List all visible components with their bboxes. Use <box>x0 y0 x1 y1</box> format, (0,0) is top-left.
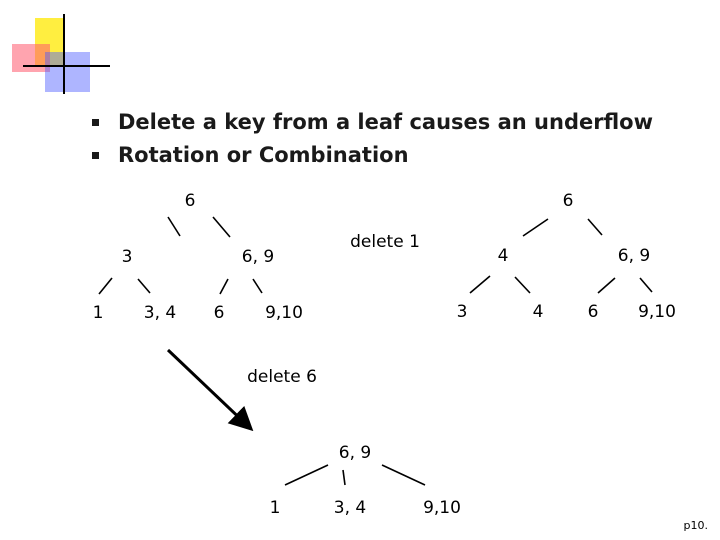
tree-left-leaf: 1 <box>93 303 104 323</box>
edge <box>342 469 346 486</box>
page-number: p10. <box>683 519 708 532</box>
tree-right-edges <box>469 218 653 294</box>
edge <box>514 276 531 294</box>
tree-left-internal-right: 6, 9 <box>242 247 274 267</box>
tree-left-leaf: 6 <box>214 303 225 323</box>
bullet-item-rotation: Rotation or Combination <box>90 139 653 172</box>
bullet-text: Rotation or Combination <box>118 143 409 167</box>
tree-right-leaf: 6 <box>588 302 599 322</box>
edge <box>219 278 229 295</box>
edge <box>212 216 231 238</box>
tree-left-edges <box>98 216 263 295</box>
edge <box>381 464 426 486</box>
tree-right-leaf: 3 <box>457 302 468 322</box>
bullet-list: Delete a key from a leaf causes an under… <box>90 106 653 172</box>
edge <box>587 218 603 236</box>
square-bullet-icon <box>92 152 99 159</box>
tree-bottom-edges <box>284 464 426 486</box>
edge <box>639 277 653 293</box>
edge <box>137 278 151 294</box>
bullet-text: Delete a key from a leaf causes an under… <box>118 110 653 134</box>
tree-left-leaf: 9,10 <box>265 303 303 323</box>
tree-bottom-leaf: 9,10 <box>423 498 461 518</box>
bullet-item-underflow: Delete a key from a leaf causes an under… <box>90 106 653 139</box>
tree-left-internal-left: 3 <box>122 247 133 267</box>
decorative-red-square <box>12 44 50 72</box>
tree-right-internal-right: 6, 9 <box>618 246 650 266</box>
decorative-blue-square <box>45 52 90 92</box>
edge <box>284 464 329 486</box>
edge <box>597 277 616 294</box>
tree-bottom-leaf: 3, 4 <box>334 498 366 518</box>
delete-6-label: delete 6 <box>247 367 317 387</box>
arrow-icon <box>166 348 254 432</box>
delete-1-label: delete 1 <box>350 232 420 252</box>
tree-right-internal-left: 4 <box>498 246 509 266</box>
tree-bottom-root: 6, 9 <box>339 443 371 463</box>
tree-bottom-leaf: 1 <box>270 498 281 518</box>
edge <box>252 278 263 294</box>
edge <box>469 275 491 294</box>
tree-left-root: 6 <box>185 191 196 211</box>
edge <box>522 218 549 237</box>
decorative-horizontal-line <box>23 65 110 67</box>
tree-left-leaf: 3, 4 <box>144 303 176 323</box>
decorative-vertical-line <box>63 14 65 94</box>
square-bullet-icon <box>92 119 99 126</box>
edge <box>98 277 113 295</box>
tree-right-root: 6 <box>563 191 574 211</box>
tree-right-leaf: 9,10 <box>638 302 676 322</box>
edge <box>167 216 181 237</box>
tree-right-leaf: 4 <box>533 302 544 322</box>
